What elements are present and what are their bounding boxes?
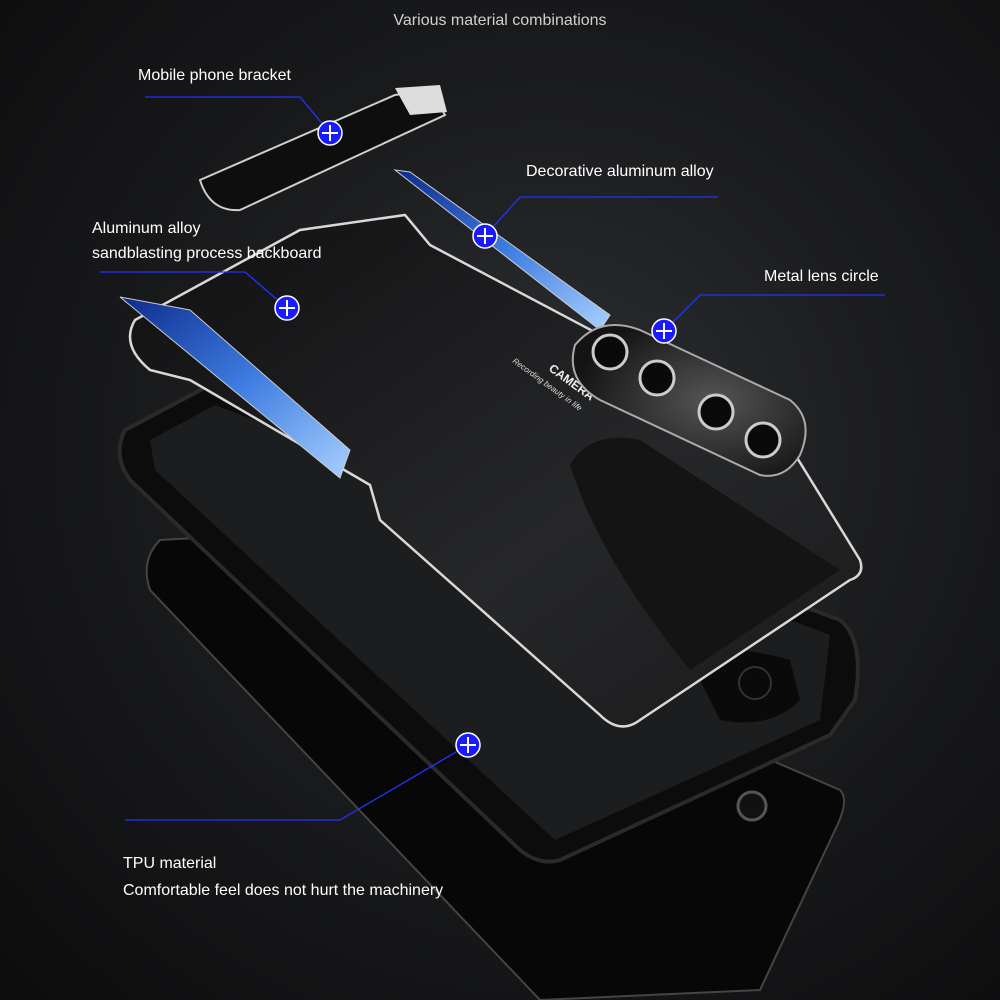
decorative-aluminum-strip (393, 169, 611, 331)
leader-lines (100, 96, 885, 821)
label-backboard-line1: Aluminum alloy (92, 220, 201, 237)
label-bracket: Mobile phone bracket (138, 67, 291, 84)
metal-lens-circle (571, 324, 807, 477)
label-decorative-aluminum: Decorative aluminum alloy (526, 163, 714, 180)
label-tpu-line1: TPU material (123, 855, 217, 872)
plus-marker-backboard (274, 295, 300, 321)
label-lens-circle: Metal lens circle (764, 268, 879, 285)
plus-marker-decorative (472, 223, 498, 249)
plus-marker-tpu (455, 732, 481, 758)
phone-bracket (198, 85, 447, 212)
page-title: Various material combinations (393, 12, 607, 29)
plus-marker-lens (651, 318, 677, 344)
plus-markers (274, 120, 677, 758)
label-backboard-line2: sandblasting process backboard (92, 245, 322, 262)
plus-marker-bracket (317, 120, 343, 146)
label-tpu-line2: Comfortable feel does not hurt the machi… (123, 882, 444, 899)
aluminum-backboard: CAMERA Recording beauty in life (119, 213, 863, 728)
